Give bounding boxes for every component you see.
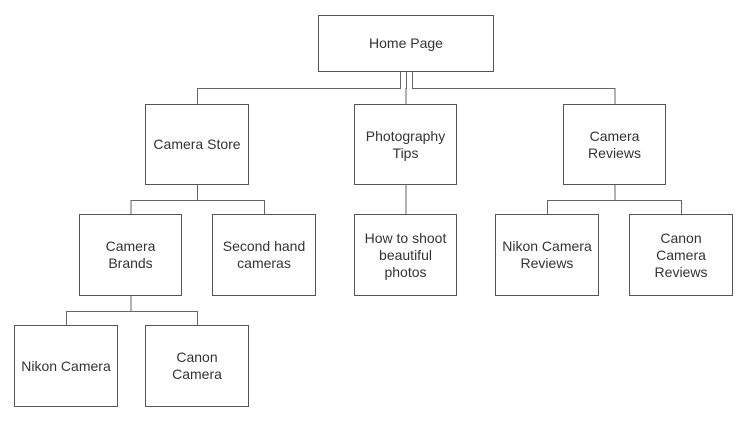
node-canon-camera-reviews: Canon Camera Reviews — [629, 214, 733, 296]
node-label-nikon-camera-reviews: Nikon Camera Reviews — [502, 238, 592, 271]
node-camera-brands: Camera Brands — [79, 214, 182, 296]
connector-camera-store-to-second-hand — [197, 185, 265, 214]
node-label-canon-camera: Canon Camera — [172, 349, 222, 382]
node-camera-store: Camera Store — [145, 104, 249, 185]
connector-home-to-camera-store — [197, 72, 401, 104]
connector-camera-brands-to-canon-camera — [130, 296, 198, 325]
node-how-to-shoot: How to shoot beautiful photos — [354, 214, 457, 296]
node-second-hand-cameras: Second hand cameras — [212, 214, 316, 296]
node-home-page: Home Page — [318, 15, 494, 72]
connector-home-to-camera-reviews — [412, 72, 616, 104]
node-nikon-camera: Nikon Camera — [14, 325, 118, 407]
connector-camera-reviews-to-nikon-camera-reviews — [547, 185, 616, 214]
node-camera-reviews: Camera Reviews — [563, 104, 666, 185]
node-label-camera-store: Camera Store — [153, 136, 241, 152]
node-label-home-page: Home Page — [369, 35, 443, 51]
node-label-nikon-camera: Nikon Camera — [21, 357, 111, 374]
connector-camera-reviews-to-canon-camera-reviews — [614, 185, 682, 214]
node-label-second-hand-cameras: Second hand cameras — [222, 238, 306, 271]
node-label-camera-reviews: Camera Reviews — [588, 127, 641, 161]
node-canon-camera: Canon Camera — [145, 325, 249, 407]
connector-camera-brands-to-nikon-camera — [66, 296, 132, 325]
node-label-photography-tips: Photography Tips — [365, 127, 446, 161]
node-label-canon-camera-reviews: Canon Camera Reviews — [654, 229, 708, 280]
node-label-camera-brands: Camera Brands — [105, 238, 156, 271]
node-nikon-camera-reviews: Nikon Camera Reviews — [495, 214, 599, 296]
connector-home-to-photography-tips — [405, 72, 407, 104]
node-photography-tips: Photography Tips — [354, 104, 457, 185]
node-label-how-to-shoot: How to shoot beautiful photos — [364, 229, 447, 280]
connector-camera-store-to-camera-brands — [130, 185, 198, 214]
